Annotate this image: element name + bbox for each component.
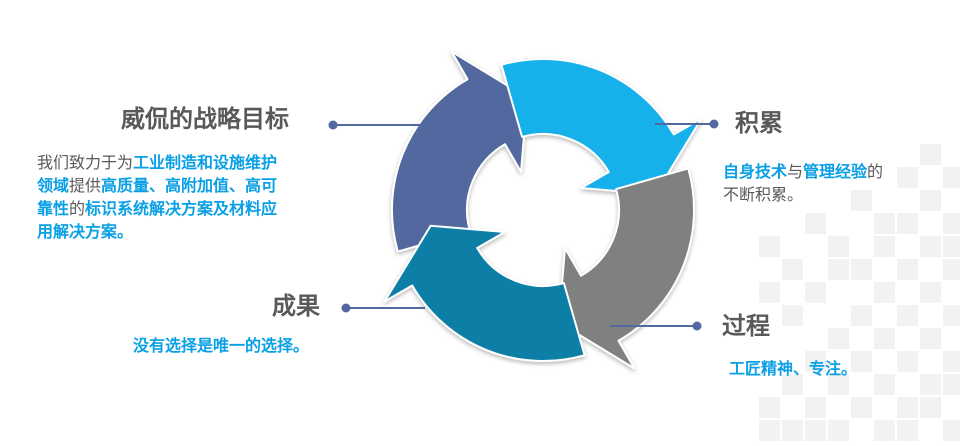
pattern-square [897, 351, 918, 372]
pattern-square [943, 305, 960, 326]
pattern-square [759, 397, 780, 418]
pattern-square [943, 374, 960, 395]
highlight-text: 没有选择是唯一的选择。 [133, 336, 310, 355]
strategy-description-line: 我们致力于为工业制造和设施维护 [37, 151, 277, 174]
highlight-text: 用解决方案。 [37, 222, 134, 241]
connector-process [610, 321, 702, 331]
pattern-square [897, 305, 918, 326]
pattern-square [897, 420, 918, 441]
highlight-text: 标识系统解决方案及材料应 [85, 199, 278, 218]
pattern-square [920, 190, 941, 211]
highlight-text: 高质量、高附加值、高可 [101, 176, 278, 195]
pattern-square [851, 305, 872, 326]
pattern-square [851, 190, 872, 211]
arrow-top-right [500, 57, 703, 196]
result-description-line: 没有选择是唯一的选择。 [133, 334, 309, 357]
arrow-top-left [390, 50, 529, 253]
pattern-square [782, 374, 803, 395]
pattern-square [782, 420, 803, 441]
strategy-title: 威侃的战略目标 [121, 105, 289, 133]
pattern-square [782, 305, 803, 326]
pattern-square [874, 374, 895, 395]
pattern-square [874, 236, 895, 257]
pattern-square [828, 420, 849, 441]
plain-text: 的 [69, 199, 86, 218]
process-description: 工匠精神、专注。 [729, 357, 857, 380]
pattern-square [828, 374, 849, 395]
result-description: 没有选择是唯一的选择。 [133, 334, 309, 357]
connector-dot [692, 321, 702, 331]
pattern-square [897, 259, 918, 280]
plain-text: 我们致力于为 [37, 153, 134, 172]
pattern-square [897, 213, 918, 234]
pattern-square [920, 374, 941, 395]
process-description-line: 工匠精神、专注。 [729, 357, 857, 380]
highlight-text: 工业制造和设施维护 [133, 153, 278, 172]
pattern-square [828, 236, 849, 257]
result-title: 成果 [272, 292, 320, 320]
accumulation-title: 积累 [735, 109, 783, 137]
pattern-square [805, 420, 826, 441]
pattern-square [851, 397, 872, 418]
pattern-square [805, 397, 826, 418]
highlight-text: 靠性 [37, 199, 70, 218]
highlight-text: 工匠精神、专注。 [729, 359, 858, 378]
pattern-square [874, 420, 895, 441]
arrow-bottom-right [557, 167, 696, 370]
accumulation-description-line: 自身技术与管理经验的 [723, 160, 883, 183]
connector-result [341, 303, 425, 313]
pattern-square [897, 167, 918, 188]
pattern-square [920, 282, 941, 303]
pattern-square [805, 282, 826, 303]
pattern-square [943, 420, 960, 441]
pattern-square [851, 351, 872, 372]
pattern-square [805, 213, 826, 234]
pattern-square [943, 167, 960, 188]
pattern-square [874, 213, 895, 234]
pattern-square [943, 259, 960, 280]
plain-text: 的 [867, 162, 884, 181]
pattern-square [874, 328, 895, 349]
strategy-description-line: 靠性的标识系统解决方案及材料应 [37, 197, 277, 220]
plain-text: 不断积累。 [723, 185, 804, 204]
pattern-square [874, 282, 895, 303]
connector-dot [341, 303, 351, 313]
connector-strategy [328, 120, 420, 130]
strategy-description-line: 用解决方案。 [37, 220, 277, 243]
pattern-square [920, 328, 941, 349]
pattern-square [782, 259, 803, 280]
strategy-description-line: 领域提供高质量、高附加值、高可 [37, 174, 277, 197]
pattern-square [920, 144, 941, 165]
accumulation-description: 自身技术与管理经验的不断积累。 [723, 160, 883, 206]
pattern-square [920, 397, 941, 418]
pattern-square [759, 420, 780, 441]
connector-dot [709, 119, 719, 129]
highlight-text: 领域 [37, 176, 70, 195]
pattern-square [759, 282, 780, 303]
connector-accumulation [655, 119, 719, 129]
plain-text: 与 [787, 162, 804, 181]
arrow-bottom-left [383, 224, 586, 363]
highlight-text: 管理经验 [803, 162, 868, 181]
pattern-square [828, 259, 849, 280]
strategy-description: 我们致力于为工业制造和设施维护领域提供高质量、高附加值、高可靠性的标识系统解决方… [37, 151, 277, 243]
pattern-square [943, 351, 960, 372]
pattern-square [943, 236, 960, 257]
accumulation-description-line: 不断积累。 [723, 183, 883, 206]
plain-text: 提供 [69, 176, 102, 195]
pattern-square [759, 236, 780, 257]
pattern-square [805, 351, 826, 372]
connector-dot [328, 120, 338, 130]
highlight-text: 自身技术 [723, 162, 788, 181]
pattern-square [897, 397, 918, 418]
pattern-square [943, 213, 960, 234]
pattern-square [920, 236, 941, 257]
process-title: 过程 [722, 312, 770, 340]
pattern-square [828, 328, 849, 349]
pattern-square [851, 259, 872, 280]
